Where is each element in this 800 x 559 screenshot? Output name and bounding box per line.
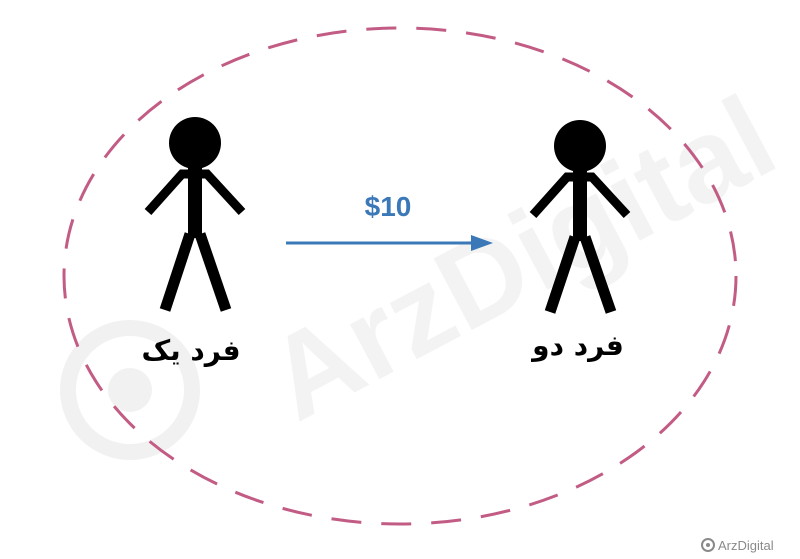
arzdigital-logo-icon [701,538,715,552]
person-one-figure [144,117,246,312]
background-watermark: ArzDigital [59,71,795,460]
person-two-label: فرد دو [530,329,624,362]
person-one-label: فرد یک [141,334,240,367]
transfer-amount-label: $10 [365,191,412,222]
person-two-figure [529,120,631,314]
watermark-text: ArzDigital [718,538,774,553]
transfer-arrow [286,235,493,251]
network-boundary-ellipse [62,26,738,526]
watermark-badge: ArzDigital [701,538,774,553]
arrow-head-icon [471,235,493,251]
background-watermark-logo-icon [59,320,200,460]
background-watermark-text: ArzDigital [247,71,795,446]
